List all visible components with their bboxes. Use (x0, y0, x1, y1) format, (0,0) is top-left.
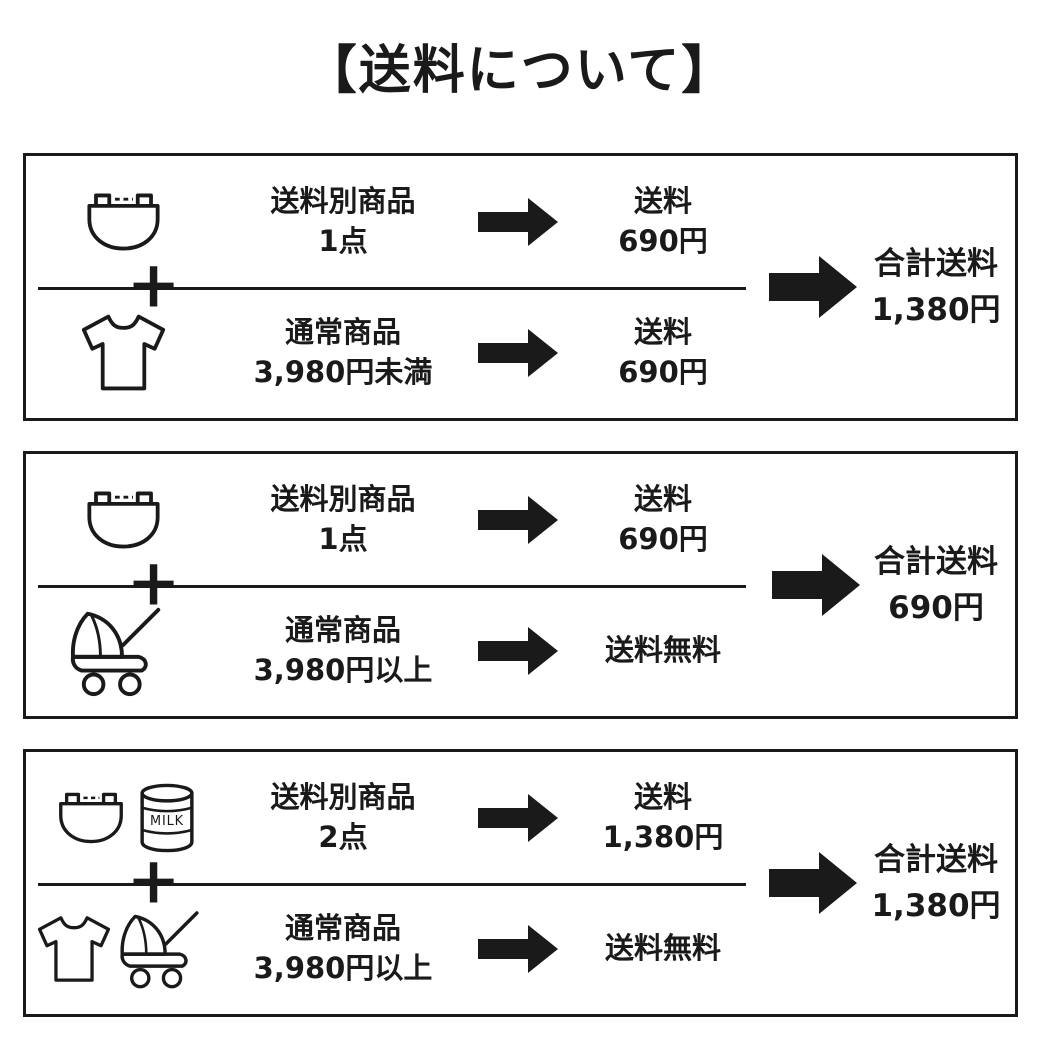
item-label-line2: 3,980円以上 (253, 652, 433, 687)
milk-label: MILK (150, 813, 184, 828)
item-icons (26, 602, 221, 700)
plus-icon: + (126, 546, 181, 621)
item-label: 送料別商品 1点 (221, 182, 466, 260)
tshirt-icon (37, 915, 110, 982)
fee-label-line1: 送料 (633, 482, 692, 517)
arrow-right-icon (478, 197, 558, 246)
item-label: 送料別商品 1点 (221, 480, 466, 558)
arrow-cell (466, 195, 571, 249)
fee-label-line1: 送料 (633, 315, 692, 350)
item-icons (26, 483, 221, 557)
panel-3-row-regular: 通常商品 3,980円以上 送料無料 (26, 883, 756, 1014)
fee-label-line2: 690円 (618, 521, 708, 556)
panel-2-items: 送料別商品 1点 送料 690円 通常商品 3,980円以上 (26, 454, 756, 716)
panel-3-items: MILK 送料別商品 2点 送料 1,380円 (26, 752, 756, 1014)
item-label-line2: 1点 (318, 223, 368, 258)
total-label-line1: 合計送料 (874, 841, 998, 878)
page-title: 【送料について】 (304, 41, 736, 101)
item-label-line1: 通常商品 (284, 911, 401, 946)
arrow-right-large-icon (769, 256, 858, 318)
total-label: 合計送料 690円 (874, 539, 998, 632)
total-label: 合計送料 1,380円 (871, 241, 1000, 334)
arrow-right-large-icon (772, 554, 860, 616)
arrow-right-large-icon (769, 852, 858, 914)
milk-can-icon: MILK (139, 783, 194, 852)
fee-label-line1: 送料無料 (604, 632, 721, 667)
item-label: 通常商品 3,980円未満 (221, 313, 466, 391)
shipping-panel-1: 送料別商品 1点 送料 690円 通常商品 3,980円未満 送料 690円 (22, 153, 1018, 421)
item-icons (26, 185, 221, 259)
fee-label-line1: 送料 (633, 780, 692, 815)
panel-2-row-special: 送料別商品 1点 送料 690円 (26, 454, 756, 585)
fee-label: 送料 690円 (571, 480, 756, 558)
item-label-line2: 2点 (318, 819, 368, 854)
item-label-line1: 通常商品 (284, 315, 401, 350)
item-label: 通常商品 3,980円以上 (221, 611, 466, 689)
total-label-line1: 合計送料 (874, 543, 998, 580)
panel-1-row-special: 送料別商品 1点 送料 690円 (26, 156, 756, 287)
fee-label-line2: 690円 (618, 354, 708, 389)
shipping-panel-2: 送料別商品 1点 送料 690円 通常商品 3,980円以上 (22, 451, 1018, 719)
arrow-right-icon (478, 793, 558, 842)
arrow-right-icon (478, 626, 558, 675)
fee-label-line1: 送料無料 (604, 930, 721, 965)
item-label-line1: 送料別商品 (270, 184, 416, 219)
item-label: 送料別商品 2点 (221, 778, 466, 856)
item-label-line1: 送料別商品 (270, 482, 416, 517)
stroller-icon (70, 607, 161, 696)
item-label-line2: 1点 (318, 521, 368, 556)
tshirt-icon (81, 314, 165, 391)
fee-label: 送料 1,380円 (571, 778, 756, 856)
panel-1-items: 送料別商品 1点 送料 690円 通常商品 3,980円未満 送料 690円 (26, 156, 756, 418)
divider-line (37, 585, 746, 588)
fee-label: 送料 690円 (571, 313, 756, 391)
plus-icon: + (126, 248, 181, 323)
stroller-icon (119, 910, 199, 988)
total-label-line2: 690円 (888, 590, 984, 626)
arrow-right-icon (478, 495, 558, 544)
fee-label: 送料無料 (571, 929, 756, 968)
item-label: 通常商品 3,980円以上 (221, 909, 466, 987)
arrow-cell (466, 624, 571, 678)
arrow-right-icon (478, 924, 558, 973)
fee-label-line1: 送料 (633, 184, 692, 219)
total-label-line2: 1,380円 (871, 292, 1001, 328)
shipping-panel-3: MILK 送料別商品 2点 送料 1,380円 (22, 749, 1018, 1017)
panel-2-row-regular: 通常商品 3,980円以上 送料無料 (26, 585, 756, 716)
fee-label: 送料無料 (571, 631, 756, 670)
item-label-line1: 送料別商品 (270, 780, 416, 815)
arrow-right-icon (478, 328, 558, 377)
arrow-cell (466, 493, 571, 547)
item-label-line2: 3,980円未満 (253, 354, 433, 389)
panel-2-total: 合計送料 690円 (756, 454, 1015, 716)
panel-1-total: 合計送料 1,380円 (756, 156, 1015, 418)
total-label-line1: 合計送料 (874, 245, 998, 282)
total-label-line2: 1,380円 (871, 888, 1001, 924)
panel-3-total: 合計送料 1,380円 (756, 752, 1015, 1014)
divider-line (37, 287, 746, 290)
divider-line (37, 883, 746, 886)
item-label-line2: 3,980円以上 (253, 950, 433, 985)
item-icons: MILK (26, 782, 221, 854)
arrow-cell (466, 326, 571, 380)
total-label: 合計送料 1,380円 (871, 837, 1000, 930)
diaper-icon (58, 792, 123, 843)
panel-1-row-regular: 通常商品 3,980円未満 送料 690円 (26, 287, 756, 418)
panel-3-row-special: MILK 送料別商品 2点 送料 1,380円 (26, 752, 756, 883)
arrow-cell (466, 922, 571, 976)
diaper-icon (86, 193, 160, 250)
fee-label-line2: 690円 (618, 223, 708, 258)
arrow-cell (466, 791, 571, 845)
plus-icon: + (126, 844, 181, 919)
diaper-icon (86, 491, 160, 548)
item-icons (26, 906, 221, 992)
item-label-line1: 通常商品 (284, 613, 401, 648)
fee-label-line2: 1,380円 (602, 819, 724, 854)
item-icons (26, 309, 221, 396)
fee-label: 送料 690円 (571, 182, 756, 260)
